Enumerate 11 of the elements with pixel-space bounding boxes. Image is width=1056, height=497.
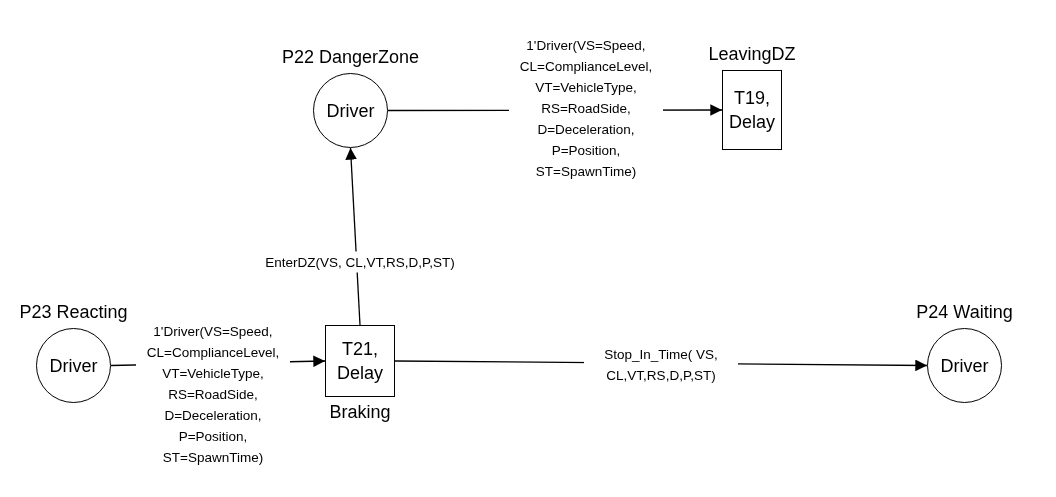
node-label: Driver bbox=[940, 354, 989, 378]
node-heading: P23 Reacting bbox=[19, 302, 128, 323]
node-heading: P22 DangerZone bbox=[281, 47, 420, 68]
node-label: T19, Delay bbox=[728, 87, 776, 134]
node-caption: Braking bbox=[329, 402, 391, 423]
node-heading: LeavingDZ bbox=[708, 44, 796, 65]
node-label: Driver bbox=[326, 99, 375, 123]
node-heading: P24 Waiting bbox=[916, 302, 1013, 323]
arrow bbox=[345, 147, 361, 326]
node-label: T21, Delay bbox=[336, 338, 384, 385]
node-label: Driver bbox=[49, 354, 98, 378]
